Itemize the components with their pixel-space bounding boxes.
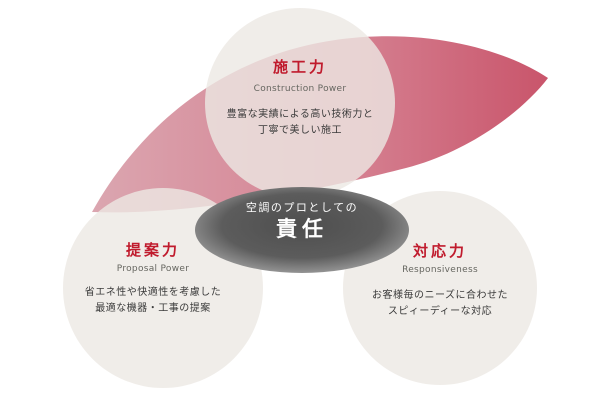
proposal-body-line2: 最適な機器・工事の提案: [95, 303, 211, 315]
center-caption: 空調のプロとしての: [245, 201, 359, 214]
construction-title: 施工力: [272, 58, 327, 76]
responsiveness-body-line2: スピィーディーな対応: [387, 306, 493, 318]
construction-body-line2: 丁寧で美しい施工: [258, 125, 342, 137]
responsiveness-title: 対応力: [412, 242, 467, 260]
construction-circle: [205, 8, 395, 198]
proposal-body: 省エネ性や快適性を考慮した 最適な機器・工事の提案: [43, 285, 263, 317]
construction-body: 豊富な実績による高い技術力と 丁寧で美しい施工: [190, 107, 410, 139]
center-ellipse: [195, 187, 409, 273]
proposal-body-line1: 省エネ性や快適性を考慮した: [84, 287, 222, 298]
responsiveness-subtitle: Responsiveness: [402, 265, 478, 275]
center-keyword: 責任: [276, 217, 328, 241]
proposal-title: 提案力: [125, 241, 180, 259]
construction-body-line1: 豊富な実績による高い技術力と: [226, 109, 374, 120]
responsiveness-body-line1: お客様毎のニーズに合わせた: [372, 290, 508, 301]
responsiveness-body: お客様毎のニーズに合わせた スピィーディーな対応: [330, 288, 550, 320]
construction-subtitle: Construction Power: [253, 84, 347, 94]
proposal-subtitle: Proposal Power: [116, 264, 190, 274]
